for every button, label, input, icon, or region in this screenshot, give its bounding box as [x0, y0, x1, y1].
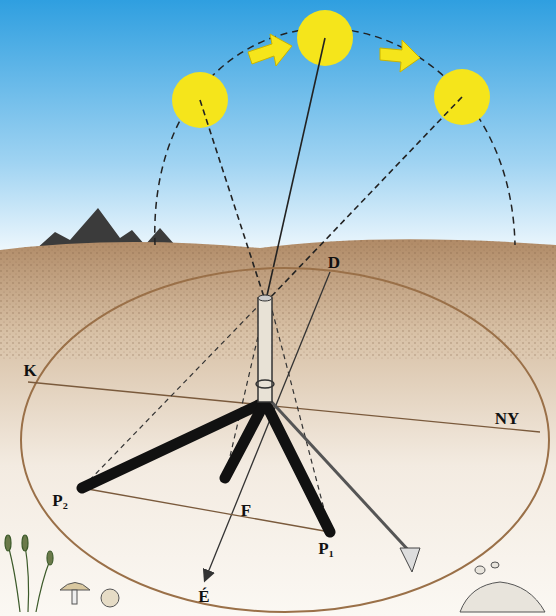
motion-arrow [248, 34, 292, 66]
shadows [82, 402, 330, 532]
rocks [460, 562, 545, 612]
gnomon [258, 298, 272, 402]
shadow-rays [82, 302, 330, 532]
sky [0, 0, 556, 270]
direction-label: P₂ [50, 491, 69, 510]
direction-label: NY [493, 409, 522, 428]
shadow-chord [82, 488, 330, 532]
direction-label: D [326, 253, 342, 272]
direction-label: K [21, 361, 38, 380]
gnomon-top [258, 295, 272, 301]
ground-texture [0, 239, 556, 360]
direction-label: P₁ [316, 539, 335, 558]
marker-peg [400, 548, 420, 572]
sun-ray [266, 38, 325, 300]
east-west-line [28, 382, 540, 432]
direction-label: É [196, 587, 211, 606]
gnomon-ring [256, 380, 274, 388]
sun-rays [200, 97, 462, 300]
ground [0, 239, 556, 616]
direction-label: F [239, 501, 253, 520]
rod [268, 398, 410, 552]
horizon-circle [21, 268, 549, 612]
plants [5, 535, 53, 612]
motion-arrow [380, 40, 420, 72]
mushrooms [60, 583, 119, 608]
